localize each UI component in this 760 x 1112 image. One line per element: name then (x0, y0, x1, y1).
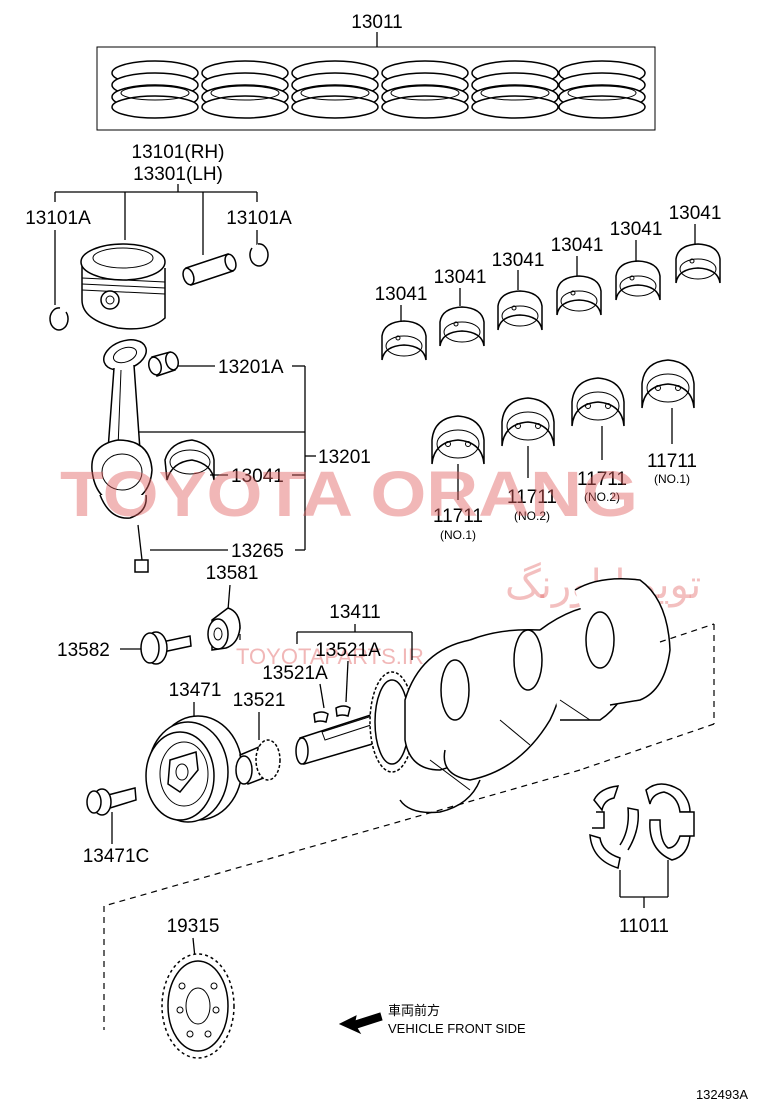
dashed-frame-top (659, 623, 715, 643)
label-main-bearing-6[interactable]: 13041 (669, 203, 722, 224)
label-main-bearing-1[interactable]: 13041 (375, 284, 428, 305)
label-main-bearing-3[interactable]: 13041 (492, 250, 545, 271)
label-main-bearing-4[interactable]: 13041 (551, 235, 604, 256)
label-conrod-bearing[interactable]: 13041 (231, 466, 284, 487)
thrust-washer-right[interactable] (645, 783, 695, 861)
crank-timing-gear[interactable] (235, 739, 281, 785)
label-thrust-washer[interactable]: 11011 (619, 916, 669, 937)
snap-ring-left[interactable] (49, 307, 69, 331)
watermark-site: TOYOTAPARTS.IR (236, 644, 424, 669)
label-conrod-bolt[interactable]: 13265 (231, 541, 284, 562)
piston-ring-5 (471, 60, 559, 119)
conrod-bearing[interactable] (164, 439, 215, 481)
pulley-bolt[interactable] (86, 787, 137, 816)
lower-bearing-leader-lines (457, 408, 673, 500)
crank-washer[interactable] (207, 607, 241, 651)
main-bearing-upper-6[interactable] (675, 243, 721, 284)
label-crank-bolt[interactable]: 13582 (57, 640, 110, 661)
label-key-b[interactable]: 13521A (262, 663, 328, 684)
label-snap-ring-right[interactable]: 13101A (226, 208, 292, 229)
crank-bolt[interactable] (140, 631, 192, 665)
key-a[interactable] (335, 705, 351, 718)
label-timing-gear[interactable]: 13521 (233, 690, 286, 711)
key-b[interactable] (313, 711, 329, 724)
dashed-frame-mid (579, 723, 715, 771)
label-main-bearing-2[interactable]: 13041 (434, 267, 487, 288)
note-lower-bearing-d: (NO.1) (654, 472, 690, 486)
label-key-a[interactable]: 13521A (315, 640, 381, 661)
label-conrod-assy[interactable]: 13201 (318, 447, 371, 468)
note-lower-bearing-c: (NO.2) (584, 490, 620, 504)
main-bearing-lower-2[interactable] (501, 397, 555, 447)
label-snap-ring-left[interactable]: 13101A (25, 208, 91, 229)
piston-ring-1 (111, 60, 199, 119)
label-piston-rh[interactable]: 13101(RH) (132, 142, 225, 163)
dashed-frame-diagonal (103, 769, 581, 907)
piston-pin[interactable] (181, 253, 238, 286)
main-bearing-upper-5[interactable] (615, 260, 661, 301)
label-lower-bearing-b[interactable]: 11711 (507, 487, 557, 508)
label-signal-plate[interactable]: 19315 (167, 916, 220, 937)
main-bearing-lower-4[interactable] (641, 359, 695, 409)
note-lower-bearing-a: (NO.1) (440, 528, 476, 542)
note-lower-bearing-b: (NO.2) (514, 509, 550, 523)
watermark-main: TOYOTA ORANG (60, 458, 638, 530)
main-bearing-upper-4[interactable] (556, 275, 602, 316)
conrod-bracket-lines (138, 365, 316, 551)
label-pulley[interactable]: 13471 (169, 680, 222, 701)
label-main-bearing-5[interactable]: 13041 (610, 219, 663, 240)
pin-bushing[interactable] (147, 351, 180, 377)
label-pin-bushing[interactable]: 13201A (218, 357, 284, 378)
main-bearing-upper-1[interactable] (381, 320, 427, 361)
connecting-rod[interactable] (91, 334, 153, 519)
piston-ring-4 (381, 60, 469, 119)
label-lower-bearing-a[interactable]: 11711 (433, 506, 483, 527)
label-lower-bearing-d[interactable]: 11711 (647, 451, 697, 472)
piston-ring-6 (558, 60, 646, 119)
piston-ring-2 (201, 60, 289, 119)
main-bearing-lower-1[interactable] (431, 415, 485, 465)
crankshaft[interactable] (295, 578, 671, 814)
main-bearing-lower-3[interactable] (571, 377, 625, 427)
timing-signal-plate[interactable] (161, 953, 235, 1059)
label-pulley-bolt[interactable]: 13471C (83, 846, 150, 867)
crank-pulley[interactable] (145, 715, 243, 823)
piston-ring-3 (291, 60, 379, 119)
diagram-code: 132493A (696, 1087, 748, 1102)
label-lower-bearing-c[interactable]: 11711 (577, 469, 627, 490)
label-piston-lh[interactable]: 13301(LH) (133, 164, 223, 185)
main-bearing-upper-3[interactable] (497, 290, 543, 331)
piston-ring-set[interactable] (96, 32, 656, 131)
main-bearing-upper-2[interactable] (439, 306, 485, 347)
label-crank-washer[interactable]: 13581 (206, 563, 259, 584)
label-crankshaft[interactable]: 13411 (329, 602, 380, 623)
main-bearing-leader-lines (400, 224, 696, 322)
snap-ring-right[interactable] (249, 243, 269, 267)
label-piston-ring-set[interactable]: 13011 (351, 12, 402, 33)
vehicle-front-arrow-icon (338, 1012, 383, 1035)
conrod-bolt[interactable] (134, 524, 149, 573)
direction-text-jp: 車両前方 (388, 1003, 440, 1018)
direction-text-en: VEHICLE FRONT SIDE (388, 1021, 526, 1036)
piston-leader-lines (54, 184, 258, 305)
thrust-washer-left[interactable] (589, 785, 640, 869)
piston[interactable] (80, 243, 166, 330)
